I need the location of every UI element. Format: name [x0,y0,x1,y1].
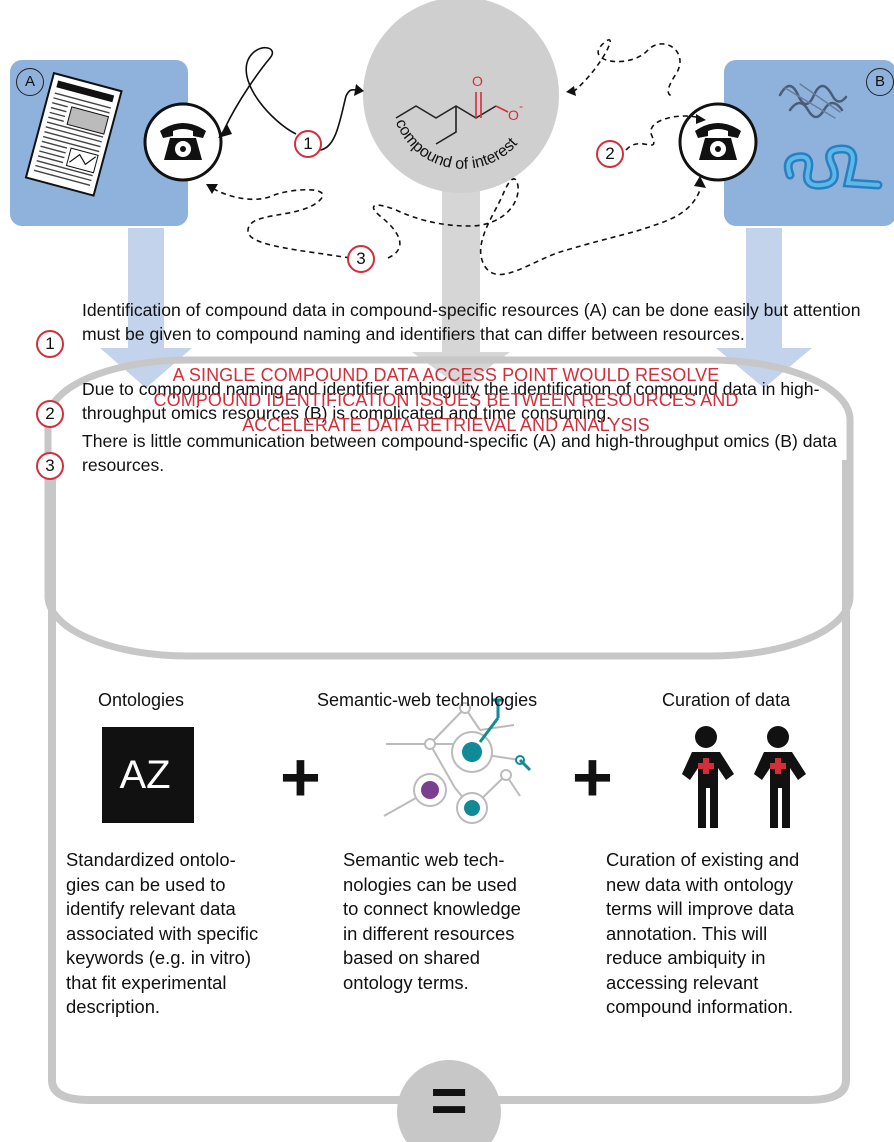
issue-number-3: 3 [36,452,64,480]
plus-sign-2: + [572,738,613,816]
container-right-wall [478,460,850,1104]
semantic-desc-line: based on shared [343,947,481,968]
ontologies-desc-line: description. [66,996,161,1017]
issue-number-1: 1 [36,330,64,358]
plus-sign-1: + [280,738,321,816]
book-icon: AZ [102,727,194,823]
connector-3 [211,178,701,276]
newspaper-icon [24,71,123,197]
curation-heading: Curation of data [662,690,791,710]
resource-a-label: A [16,68,44,96]
semantic-desc-line: ontology terms. [343,971,469,993]
telephone-icon-a [143,102,223,182]
curation-desc-line: new data with ontology [606,873,794,895]
curation-desc-line: terms will improve data [606,898,795,919]
curator-icon [682,726,806,828]
issue-text-1: Identification of compound data in compo… [82,300,861,344]
curation-desc-line: reduce ambiquity in [606,947,766,968]
banner-line-1: A SINGLE COMPOUND DATA ACCESS POINT WOUL… [172,365,720,385]
oxygen-label-2: O [508,107,519,123]
connector-2 [572,39,701,151]
curation-desc-line: Curation of existing and [606,849,800,870]
issue-text-2: Due to compound naming and identifier am… [82,379,820,423]
semantic-desc-line: in different resources [343,922,515,944]
protein-structure-icon [778,83,883,190]
curation-desc-line: annotation. This will [606,922,768,944]
ontologies-heading: Ontologies [98,690,185,710]
telephone-icon-b [678,102,758,182]
equals-circle [397,1060,501,1142]
step-marker-1: 1 [294,130,322,158]
semantic-desc-line: nologies can be used [343,873,517,895]
issue-number-2: 2 [36,400,64,428]
resource-b-label: B [866,68,894,96]
red-cross-icon [698,758,786,774]
banner-line-2: COMPOUND IDENTIFICATION ISSUES BETWEEN R… [153,390,739,410]
conclusion-banner: A SINGLE COMPOUND DATA ACCESS POINT WOUL… [78,363,814,438]
banner-line-3: ACCELERATE DATA RETRIEVAL AND ANALYSIS [242,415,650,435]
container-left-wall [48,460,420,1104]
connector-1 [223,46,359,151]
equals-sign: = [430,1064,468,1136]
ontologies-description: Standardized ontolo- gies can be used to… [66,848,316,1020]
solution-container [44,356,854,1142]
step-marker-2: 2 [596,140,624,168]
step-marker-3: 3 [347,245,375,273]
curation-desc-line: accessing relevant [606,971,759,993]
molecule-icon [395,92,509,145]
curation-description: Curation of existing and new data with o… [606,848,851,1020]
semantic-web-description: Semantic web tech- nologies can be used … [343,848,573,995]
semantic-desc-line: to connect knowledge [343,898,521,919]
issue-text-3: There is little communication between co… [82,431,837,475]
ontologies-desc-line: keywords (e.g. in vitro) [66,947,251,968]
compound-circle [363,0,559,193]
ontologies-desc-line: identify relevant data [66,898,236,919]
semantic-web-heading: Semantic-web technologies [317,690,538,710]
semantic-desc-line: Semantic web tech- [343,849,505,870]
ontologies-desc-line: gies can be used to [66,873,226,895]
network-icon [383,698,532,824]
ontologies-desc-line: Standardized ontolo- [66,849,236,870]
curation-desc-line: compound information. [606,996,794,1017]
oxygen-label-1: O [472,73,483,89]
charge-label: - [519,99,523,113]
ontologies-desc-line: associated with specific [66,922,259,944]
ontologies-desc-line: that fit experimental [66,971,227,993]
